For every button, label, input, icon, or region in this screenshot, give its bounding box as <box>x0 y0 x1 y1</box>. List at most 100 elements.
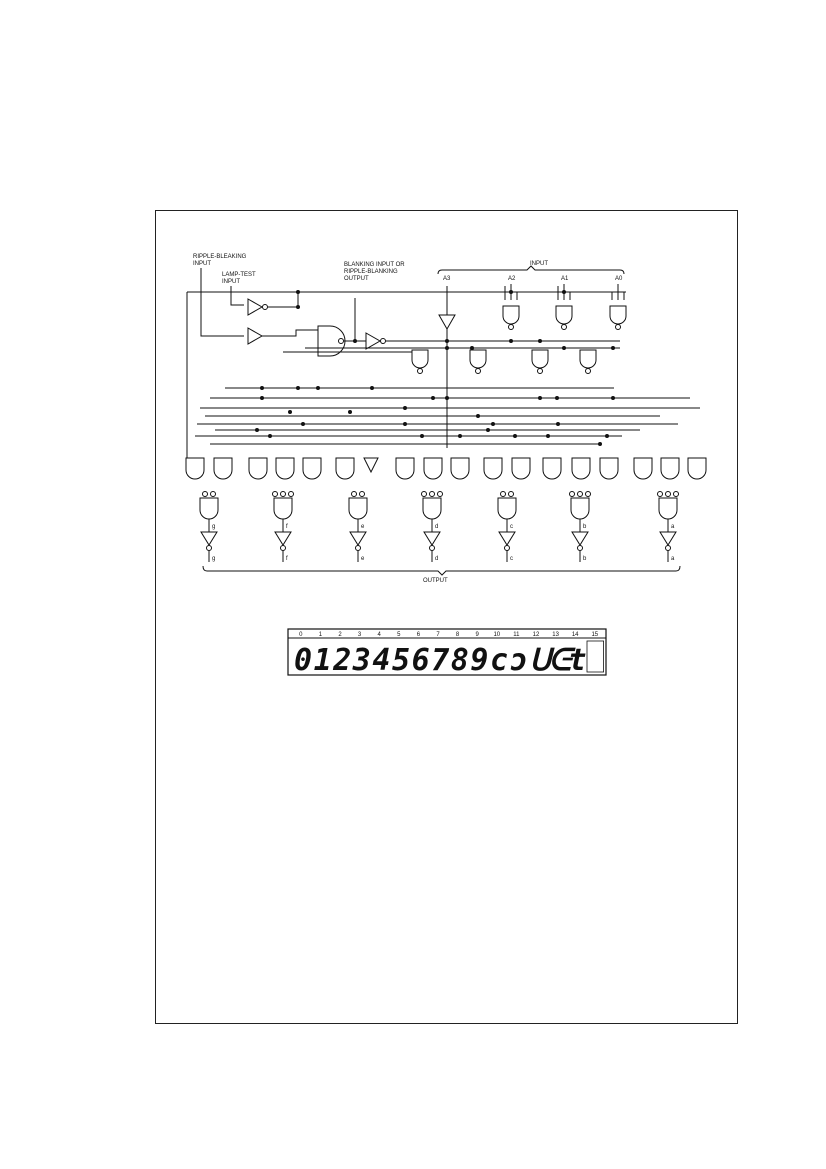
output-f-bar-label: f <box>286 556 288 562</box>
display-glyph: 4 <box>372 643 390 678</box>
display-cell-4: 44 <box>372 632 390 678</box>
and-gate <box>483 457 503 480</box>
output-b-bar-label: b <box>583 556 587 562</box>
decoder-nand-gate <box>469 349 487 374</box>
lt-label-line1: LAMP-TEST <box>222 272 256 278</box>
display-index-label: 3 <box>358 632 362 638</box>
display-cell-1: 11 <box>314 632 332 678</box>
output-c-label: c <box>510 524 513 530</box>
display-cell-11: 11 ɔ <box>510 632 528 678</box>
output-b-label: b <box>583 524 587 530</box>
decoder-nand-gate <box>531 349 549 374</box>
display-glyph: 3 <box>352 643 371 678</box>
input-a3-label: A3 <box>443 276 451 282</box>
display-glyph: 7 <box>431 643 449 678</box>
display-glyph: 0 <box>294 643 312 678</box>
and-gate <box>660 457 680 480</box>
and-gate <box>185 457 205 480</box>
display-cell-8: 88 <box>451 632 469 678</box>
output-f-stage: ff <box>272 491 294 562</box>
display-index-label: 10 <box>493 632 500 638</box>
output-a-stage: aa <box>657 491 679 562</box>
display-index-label: 2 <box>338 632 342 638</box>
input-nand-gate <box>609 305 627 330</box>
lt-label-line2: INPUT <box>222 279 240 285</box>
display-index-label: 15 <box>591 632 598 638</box>
display-index-label: 6 <box>417 632 421 638</box>
and-gate <box>633 457 653 480</box>
and-gate <box>599 457 619 480</box>
display-cell-14: 14 t <box>568 632 586 678</box>
display-glyph: 5 <box>392 643 410 678</box>
output-g-bar-label: g <box>212 556 215 562</box>
display-glyph: ɔ <box>510 643 528 678</box>
display-glyph: 2 <box>332 643 351 678</box>
display-glyph: 8 <box>451 643 469 678</box>
diagram-frame <box>155 210 738 1024</box>
input-a0-label: A0 <box>615 276 623 282</box>
display-glyph: 6 <box>412 643 430 678</box>
display-cell-12: 12ᑌ <box>529 632 555 678</box>
and-gate <box>423 457 443 480</box>
display-index-label: 9 <box>476 632 480 638</box>
output-label: OUTPUT <box>423 578 448 584</box>
display-index-label: 1 <box>319 632 323 638</box>
input-a2-label: A2 <box>508 276 516 282</box>
and-gate <box>395 457 415 480</box>
output-d-stage: dd <box>421 491 443 562</box>
display-cell-0: 00 <box>294 632 312 678</box>
display-cell-6: 66 <box>412 632 430 678</box>
display-index-label: 0 <box>299 632 303 638</box>
input-label: INPUT <box>530 261 548 267</box>
output-e-bar-label: e <box>361 556 365 562</box>
display-index-label: 8 <box>456 632 460 638</box>
output-c-bar-label: c <box>510 556 513 562</box>
display-cell-3: 33 <box>352 632 371 678</box>
output-g-label: g <box>212 524 215 530</box>
display-cell-2: 22 <box>332 632 351 678</box>
and-gate <box>275 457 295 480</box>
display-index-label: 14 <box>572 632 579 638</box>
and-gate <box>687 457 707 480</box>
display-glyph: c <box>490 643 508 678</box>
output-a-bar-label: a <box>671 556 675 562</box>
display-cell-9: 99 <box>470 632 488 678</box>
and-gate <box>450 457 470 480</box>
and-gate <box>302 457 322 480</box>
output-g-stage: gg <box>199 491 219 562</box>
display-index-label: 11 <box>513 632 520 638</box>
display-glyph: t <box>568 643 586 678</box>
and-gate <box>335 457 355 480</box>
and-gate <box>213 457 233 480</box>
rbi-label-line1: RIPPLE-BLEAKING <box>193 254 247 260</box>
bi-label-line2: RIPPLE-BLANKING <box>344 269 398 275</box>
bi-label-line3: OUTPUT <box>344 276 369 282</box>
output-a-label: a <box>671 524 675 530</box>
output-b-stage: bb <box>569 491 591 562</box>
display-index-label: 4 <box>378 632 382 638</box>
output-d-label: d <box>435 524 438 530</box>
and-gate <box>248 457 268 480</box>
and-gate <box>511 457 531 480</box>
display-glyph: 1 <box>314 643 332 678</box>
display-index-label: 5 <box>397 632 401 638</box>
buffer-gate <box>363 457 379 474</box>
display-cell-7: 77 <box>431 632 449 678</box>
and-gate <box>571 457 591 480</box>
input-nand-gate <box>502 305 520 330</box>
display-glyph: ᑌ <box>529 643 555 678</box>
and-gate <box>542 457 562 480</box>
output-c-stage: cc <box>497 491 517 562</box>
display-cell-15: 15 <box>586 632 605 673</box>
output-e-stage: ee <box>348 491 368 562</box>
output-e-label: e <box>361 524 365 530</box>
output-d-bar-label: d <box>435 556 438 562</box>
bi-label-line1: BLANKING INPUT OR <box>344 262 405 268</box>
display-index-label: 13 <box>552 632 559 638</box>
input-a1-label: A1 <box>561 276 569 282</box>
decoder-nand-gate <box>411 349 429 374</box>
display-glyph: 9 <box>470 643 488 678</box>
rbi-label-line2: INPUT <box>193 261 211 267</box>
